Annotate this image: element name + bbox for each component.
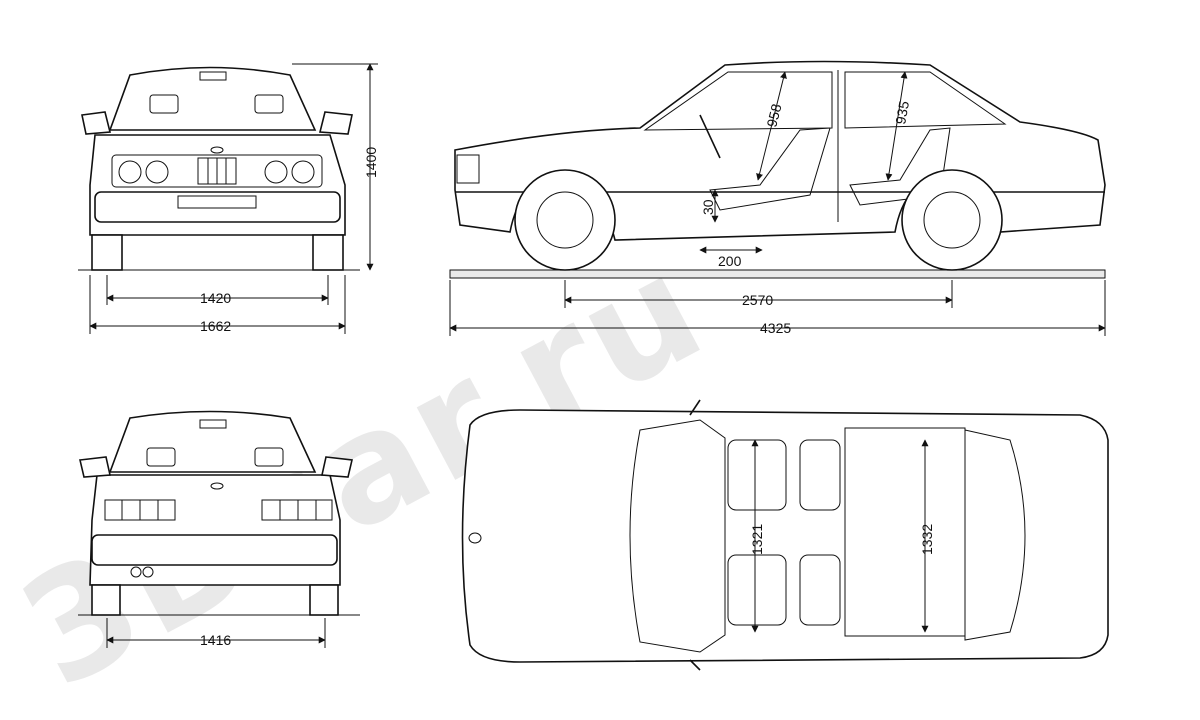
rear-shoulder-label: 1332 — [919, 524, 935, 555]
steering-wheel — [699, 114, 721, 159]
rear-seat-right — [254, 447, 284, 467]
height-label: 1400 — [363, 147, 379, 178]
plate-area — [177, 195, 257, 209]
rear-mirror-right — [321, 456, 353, 478]
rear-mirror-left — [79, 456, 111, 478]
top-mirror-right — [689, 659, 701, 671]
front-width-label: 1662 — [200, 318, 231, 334]
headlight-4 — [291, 160, 315, 184]
rear-view-mirror — [199, 71, 227, 81]
front-view: 1420 1662 1400 — [78, 63, 379, 334]
rear-body — [89, 474, 341, 586]
seat-height-label: 30 — [700, 199, 716, 215]
rear-headroom-line — [885, 71, 908, 181]
side-ground-strip — [449, 269, 1106, 279]
front-seat-left — [149, 94, 179, 114]
front-tyre-left — [91, 234, 123, 271]
front-bumper — [94, 191, 341, 223]
side-view: 958 935 30 200 2570 4325 — [449, 60, 1106, 336]
front-track-label: 1420 — [200, 290, 231, 306]
front-tyre-right — [312, 234, 344, 271]
rear-badge — [210, 482, 224, 490]
front-windshield — [108, 66, 317, 131]
top-rear-window — [964, 429, 1026, 641]
seat-offset-label: 200 — [718, 253, 742, 269]
side-front-tyre — [514, 169, 616, 271]
rear-seat-left — [146, 447, 176, 467]
rear-tyre-right — [309, 584, 339, 616]
front-headroom-line — [756, 71, 787, 181]
taillight-right — [261, 499, 333, 521]
front-shoulder-label: 1321 — [749, 524, 765, 555]
top-mirror-left — [689, 399, 701, 416]
side-front-seat — [709, 127, 831, 211]
top-windshield — [629, 419, 726, 653]
top-body — [461, 409, 1109, 663]
rear-headroom-label: 935 — [892, 100, 912, 126]
side-rear-tyre — [901, 169, 1003, 271]
rear-bumper — [91, 534, 338, 566]
exhaust-1 — [130, 566, 142, 578]
front-mirror-right — [318, 111, 353, 135]
length-label: 4325 — [760, 320, 791, 336]
front-badge — [210, 146, 224, 154]
front-grille-band — [111, 154, 323, 188]
headlight-2 — [145, 160, 169, 184]
side-headlight — [456, 154, 480, 184]
top-view: 1321 1332 — [461, 399, 1109, 671]
wheelbase-label: 2570 — [742, 292, 773, 308]
rear-track-label: 1416 — [200, 632, 231, 648]
headlight-1 — [118, 160, 142, 184]
top-seat-rear-right — [799, 554, 841, 626]
headlight-3 — [264, 160, 288, 184]
front-seat-right — [254, 94, 284, 114]
top-seat-rear-left — [799, 439, 841, 511]
rear-windshield — [108, 410, 317, 473]
side-rear-rim — [923, 191, 981, 249]
exhaust-2 — [142, 566, 154, 578]
rear-tyre-left — [91, 584, 121, 616]
side-front-rim — [536, 191, 594, 249]
rear-mirror-back — [199, 419, 227, 429]
front-headroom-label: 958 — [763, 102, 784, 129]
front-mirror-left — [81, 111, 112, 135]
hood-badge — [468, 532, 482, 544]
rear-view: 1416 — [78, 410, 360, 648]
